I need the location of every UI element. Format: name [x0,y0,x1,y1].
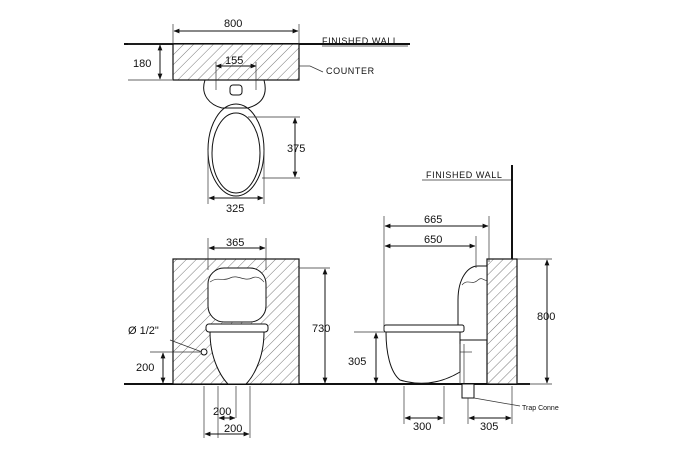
side-trap-connector [461,383,475,399]
plan-dim-325: 325 [226,203,244,215]
front-pipe-label: Ø 1/2" [128,325,159,337]
side-dim-800: 800 [537,311,555,323]
front-bowl [209,331,265,385]
side-trap-label: Trap Conne [522,405,559,412]
plan-drain-hole [229,84,243,96]
plan-dim-375: 375 [287,143,305,155]
side-dim-305-height: 305 [348,356,366,368]
front-water-inlet [200,348,208,356]
side-view: FINISHED WALL 665 650 800 [348,165,559,433]
side-dim-300: 300 [413,421,431,433]
plan-view: FINISHED WALL COUNTER 800 180 155 375 [124,18,410,215]
front-dim-200-a: 200 [213,406,231,418]
plan-tank-outline [203,79,266,109]
plan-bowl-inner [211,112,261,194]
plan-dim-180: 180 [133,58,151,70]
side-tank [457,265,488,341]
plan-dim-800: 800 [224,18,242,30]
plan-counter-label: COUNTER [326,66,375,76]
front-tank [207,267,267,323]
plan-finished-wall-label: FINISHED WALL [322,36,398,46]
front-dim-200-b: 200 [224,423,242,435]
side-seat [383,324,465,333]
front-dim-365: 365 [226,237,244,249]
front-view: 365 730 Ø 1/2" 200 200 200 [124,237,352,438]
front-dim-200-height: 200 [136,362,154,374]
plan-counter-block [172,43,300,81]
front-dim-730: 730 [312,323,330,335]
plan-counter-leader [299,65,324,73]
side-wall-block [486,258,518,385]
side-bowl [385,331,461,384]
front-seat [205,323,269,333]
side-dim-665: 665 [424,214,442,226]
plan-dim-155: 155 [225,55,243,67]
plan-bowl-outer [207,103,265,197]
side-finished-wall-label: FINISHED WALL [426,170,502,180]
side-dim-305: 305 [480,421,498,433]
side-dim-650: 650 [424,234,442,246]
